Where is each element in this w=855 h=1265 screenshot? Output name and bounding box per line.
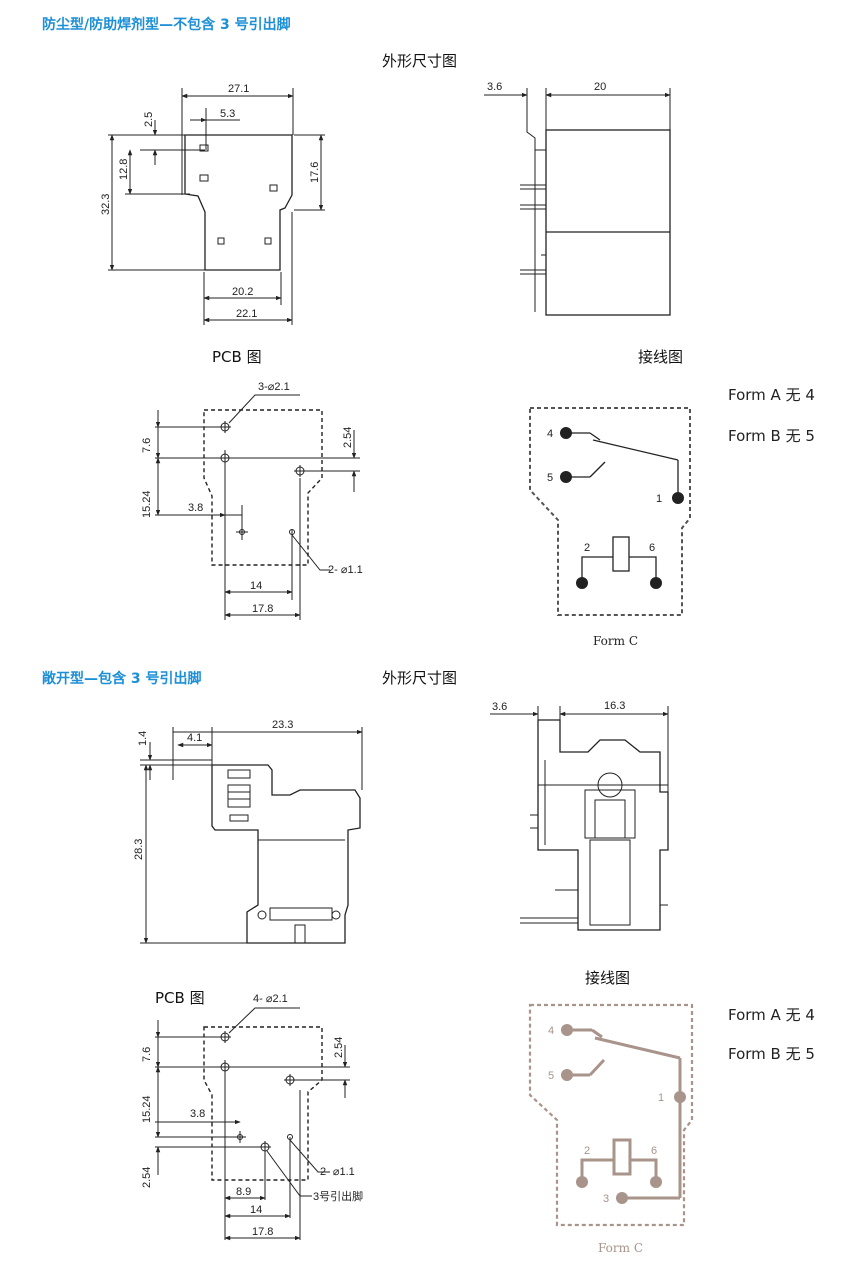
section1-wiring-title: 接线图 (638, 348, 684, 366)
pcb-holes-3: 3-⌀2.1 (258, 381, 290, 393)
dim-16-3: 16.3 (604, 700, 625, 712)
s1-wiring-pin-labels: 4 5 1 2 6 (547, 428, 662, 554)
dim-32-3: 32.3 (100, 194, 112, 215)
s1-pin-label-1: 1 (656, 493, 662, 505)
pcb2-holes-4: 4- ⌀2.1 (253, 993, 288, 1005)
s1-outline-front-view (108, 88, 325, 325)
s1-terminal-5 (560, 471, 572, 483)
s2-terminal-6 (650, 1176, 662, 1188)
s1-pin-label-2: 2 (584, 542, 590, 554)
s2-terminal-3 (616, 1192, 628, 1204)
dim-28-3: 28.3 (133, 839, 145, 860)
s1-wiring-diagram (529, 407, 691, 616)
dim2-3-6: 3.6 (492, 701, 507, 713)
s1-wiring-lines (566, 432, 679, 583)
s1-wiring-terminals (560, 427, 684, 589)
s1-outline-side-view (484, 88, 671, 316)
dim-2-5: 2.5 (143, 112, 155, 127)
s1-pin-label-5: 5 (547, 472, 553, 484)
section1-outline-title: 外形尺寸图 (382, 52, 458, 70)
s2-wiring-lines (567, 1028, 682, 1200)
s2-pin-label-4: 4 (548, 1025, 554, 1037)
s2-wiring-pin-labels: 4 5 1 2 6 3 (548, 1025, 664, 1205)
dim-20: 20 (594, 81, 606, 93)
dim-1-4: 1.4 (137, 731, 149, 746)
section1-form-b-note: Form B 无 5 (728, 427, 815, 445)
s1-form-c-caption: Form C (593, 634, 638, 648)
pcb-holes-2: 2- ⌀1.1 (328, 564, 363, 576)
dim2-3-8: 3.8 (190, 1108, 205, 1120)
section2-wiring-title: 接线图 (585, 969, 631, 987)
s2-terminal-5 (561, 1069, 573, 1081)
dim-17-8: 17.8 (252, 603, 273, 615)
s2-pin-label-2: 2 (584, 1145, 590, 1157)
s2-wiring-diagram (528, 1003, 694, 1227)
s2-pcb-drawing (155, 1007, 350, 1241)
section1-pcb-title: PCB 图 (212, 348, 262, 366)
dim2-17-8: 17.8 (252, 1226, 273, 1238)
dim2-7-6: 7.6 (141, 1047, 153, 1062)
dim-3-8: 3.8 (188, 502, 203, 514)
section2-outline-title: 外形尺寸图 (382, 669, 458, 687)
s1-pin-label-6: 6 (649, 542, 655, 554)
s2-terminal-2 (576, 1176, 588, 1188)
s1-terminal-1 (672, 492, 684, 504)
section2-heading: 敞开型—包含 3 号引出脚 (42, 671, 202, 687)
s2-outline-side-view (490, 706, 669, 931)
s2-pcb-dims: 4- ⌀2.1 7.6 2.54 15.24 3.8 2.54 2- ⌀1.1 … (141, 993, 363, 1238)
dim-17-6: 17.6 (309, 162, 321, 183)
s2-form-c-caption: Form C (598, 1241, 643, 1255)
section1-form-a-note: Form A 无 4 (728, 386, 815, 404)
section1-heading: 防尘型/防助焊剂型—不包含 3 号引出脚 (42, 17, 291, 33)
dim-7-6: 7.6 (141, 438, 153, 453)
dim-27-1: 27.1 (228, 83, 249, 95)
dim2-2-54-top: 2.54 (333, 1037, 345, 1058)
s1-outline-front-dims: 27.1 5.3 2.5 12.8 32.3 17.6 20.2 22.1 (100, 83, 321, 320)
s1-terminal-6 (650, 577, 662, 589)
s1-terminal-4 (560, 427, 572, 439)
s2-outline-front-dims: 23.3 4.1 1.4 28.3 (133, 719, 293, 860)
s1-pcb-dims: 3-⌀2.1 7.6 2.54 15.24 3.8 2- ⌀1.1 14 17.… (141, 381, 363, 615)
dim2-15-24: 15.24 (141, 1095, 153, 1123)
dim-3-6: 3.6 (487, 81, 502, 93)
dim-14: 14 (250, 580, 262, 592)
pcb2-pin-3-note: 3号引出脚 (313, 1189, 363, 1203)
s1-pin-label-4: 4 (547, 428, 553, 440)
dim2-8-9: 8.9 (236, 1186, 251, 1198)
dim-22-1: 22.1 (236, 308, 257, 320)
s2-outline-front-view (140, 727, 363, 944)
s2-pin-label-6: 6 (651, 1145, 657, 1157)
dim-23-3: 23.3 (272, 719, 293, 731)
dim-12-8: 12.8 (118, 159, 130, 180)
dim-4-1: 4.1 (187, 732, 202, 744)
s1-pcb-drawing (155, 394, 360, 620)
dim-20-2: 20.2 (232, 286, 253, 298)
section2-form-a-note: Form A 无 4 (728, 1006, 815, 1024)
dim-2-54: 2.54 (342, 427, 354, 448)
section2-form-b-note: Form B 无 5 (728, 1045, 815, 1063)
s2-terminal-1 (674, 1091, 686, 1103)
dim2-2-54-bottom: 2.54 (141, 1167, 153, 1188)
dim-15-24: 15.24 (141, 490, 153, 518)
section2-pcb-title: PCB 图 (155, 989, 205, 1007)
s2-pin-label-5: 5 (548, 1070, 554, 1082)
s1-terminal-2 (576, 577, 588, 589)
dim2-14: 14 (250, 1204, 262, 1216)
dim-5-3: 5.3 (220, 108, 235, 120)
pcb2-holes-2: 2- ⌀1.1 (320, 1166, 355, 1178)
s2-terminal-4 (561, 1024, 573, 1036)
s2-outline-side-dims: 3.6 16.3 (492, 700, 625, 713)
s1-outline-side-dims: 3.6 20 (487, 81, 606, 93)
s2-pin-label-1: 1 (658, 1092, 664, 1104)
s2-pin-label-3: 3 (603, 1193, 609, 1205)
s2-wiring-terminals (561, 1024, 686, 1204)
